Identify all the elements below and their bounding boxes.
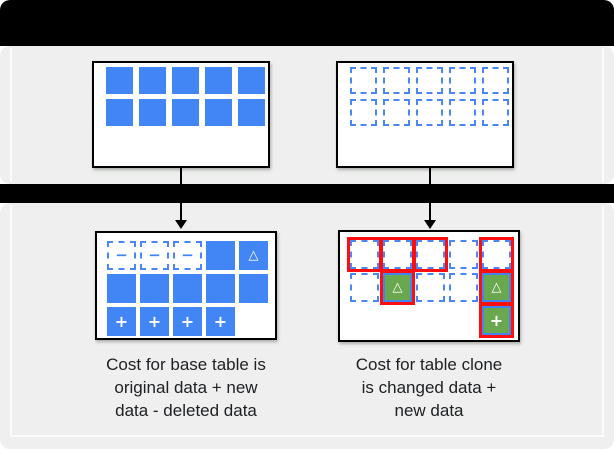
data-block-solid [172, 99, 199, 126]
table-clone-after-box: △ △ + [338, 230, 520, 342]
caption-line: original data + new [114, 378, 258, 397]
data-block-dashed [350, 67, 377, 94]
data-block-dashed [350, 273, 379, 302]
data-block-solid [140, 274, 169, 303]
table-clone-after-grid: △ △ + [340, 232, 518, 338]
data-block-solid-plus: + [173, 307, 202, 336]
data-block-solid [107, 274, 136, 303]
minus-icon: − [181, 246, 194, 264]
triangle-icon: △ [248, 248, 259, 263]
plus-icon: + [114, 311, 129, 331]
table-clone-empty-box [336, 61, 514, 168]
arrow-down-right-icon [424, 220, 436, 229]
data-block-solid [239, 274, 268, 303]
plus-icon: + [147, 311, 162, 331]
minus-icon: − [148, 246, 161, 264]
plus-icon: + [213, 311, 228, 331]
data-block-solid [205, 67, 232, 94]
data-block-solid [238, 67, 265, 94]
data-block-green-triangle-red: △ [380, 270, 415, 305]
base-table-after-box: − − − △ + + + + [95, 231, 277, 340]
data-block-solid [206, 241, 235, 270]
data-block-solid [139, 99, 166, 126]
data-block-solid [173, 274, 202, 303]
data-block-solid [206, 274, 235, 303]
minus-icon: − [115, 246, 128, 264]
data-block-solid [106, 99, 133, 126]
data-block-dashed [482, 67, 509, 94]
data-block-solid [172, 67, 199, 94]
data-block-dashed [449, 240, 478, 269]
data-block-dashed [482, 99, 509, 126]
base-table-after-grid: − − − △ + + + + [97, 233, 275, 336]
data-block-dashed-red [479, 237, 514, 272]
data-block-solid [106, 67, 133, 94]
data-block-dashed [350, 99, 377, 126]
triangle-icon: △ [392, 280, 403, 295]
top-black-bar [0, 0, 614, 46]
data-block-dashed [449, 67, 476, 94]
data-block-solid-plus: + [206, 307, 235, 336]
data-block-solid-triangle: △ [239, 241, 268, 270]
data-block-dashed-red [413, 237, 448, 272]
data-block-solid-plus: + [140, 307, 169, 336]
plus-icon: + [180, 311, 195, 331]
data-block-dashed [416, 67, 443, 94]
arrow-down-right-line [429, 168, 431, 221]
data-block-solid-plus: + [107, 307, 136, 336]
middle-black-band [0, 184, 614, 203]
arrow-down-left-icon [175, 220, 187, 229]
data-block-dashed [383, 99, 410, 126]
data-block-dashed-minus: − [140, 241, 169, 270]
data-block-dashed [449, 273, 478, 302]
caption-line: new data [394, 401, 464, 420]
data-block-green-plus-red: + [479, 303, 514, 338]
data-block-dashed-minus: − [173, 241, 202, 270]
caption-line: data - deleted data [115, 401, 257, 420]
base-table-original-box [92, 61, 270, 168]
plus-icon: + [489, 310, 504, 330]
base-table-original-grid [94, 63, 268, 126]
caption-line: Cost for base table is [106, 355, 266, 374]
data-block-dashed-minus: − [107, 241, 136, 270]
caption-line: Cost for table clone [355, 355, 503, 374]
triangle-icon: △ [491, 280, 502, 295]
data-block-solid [205, 99, 232, 126]
table-clone-cost-caption: Cost for table clone is changed data + n… [309, 353, 549, 422]
data-block-dashed [416, 273, 445, 302]
arrow-down-left-line [180, 168, 182, 221]
table-clone-empty-grid [338, 63, 512, 126]
data-block-dashed-red [380, 237, 415, 272]
data-block-green-triangle-red: △ [479, 270, 514, 305]
data-block-dashed [416, 99, 443, 126]
data-block-solid [139, 67, 166, 94]
data-block-dashed [383, 67, 410, 94]
data-block-dashed [449, 99, 476, 126]
data-block-dashed-red [347, 237, 382, 272]
base-table-cost-caption: Cost for base table is original data + n… [66, 353, 306, 422]
data-block-solid [238, 99, 265, 126]
caption-line: is changed data + [361, 378, 497, 397]
